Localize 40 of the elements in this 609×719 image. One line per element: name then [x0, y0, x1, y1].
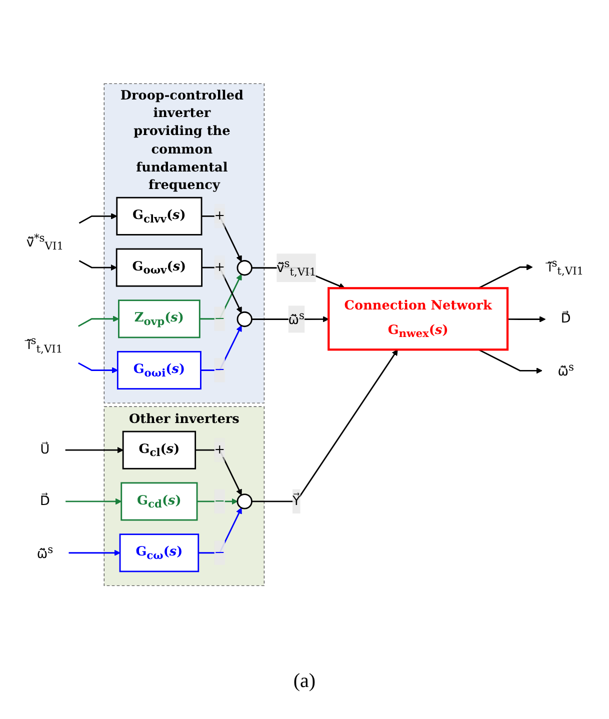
node-box: G$_{cl}$(s): [122, 431, 196, 470]
node-circle: [236, 260, 252, 276]
node-text: D⃗: [40, 494, 50, 509]
arrow: [64, 447, 123, 454]
node-box: Z$_{ovp}$(s): [118, 300, 200, 338]
arrow: [78, 316, 119, 328]
node-box: Connection Network G$_{nwex}$(s): [327, 287, 508, 351]
arrow: [251, 350, 398, 502]
node-box: G$_{clvv}$(s): [116, 197, 202, 236]
edge-label: Y⃗: [292, 494, 300, 509]
edge-label: −: [214, 311, 225, 326]
edge-label: +: [214, 208, 225, 224]
edge-label: −: [214, 362, 225, 378]
node-box: G$_{oωv}$(s): [115, 248, 202, 288]
arrow: [68, 550, 120, 556]
edge-label: ω̃⃗$^{s}$: [288, 310, 304, 328]
node-circle: [236, 494, 252, 510]
node-text: ω̃⃗$^{s}$: [557, 360, 574, 380]
arrow: [78, 260, 116, 271]
arrow: [201, 216, 242, 262]
node-text: D⃗: [560, 312, 570, 327]
edge-label: −: [214, 545, 225, 560]
edge-label: −: [214, 494, 225, 509]
node-text: ω̃⃗$^{s}$: [36, 543, 53, 562]
node-box: G$_{oωi}$(s): [116, 351, 201, 390]
node-box: G$_{cω}$(s): [118, 534, 199, 572]
arrow: [507, 316, 546, 323]
arrow: [78, 362, 118, 374]
arrow: [78, 213, 117, 224]
edge-label: +: [214, 442, 225, 458]
node-box: G$_{cd}$(s): [120, 482, 198, 522]
node-text: U⃗: [40, 442, 50, 458]
figure-caption: (a): [293, 670, 316, 692]
arrow: [65, 498, 122, 505]
arrow: [194, 450, 242, 496]
edge-label: +: [214, 260, 225, 275]
arrow: [478, 264, 532, 290]
arrow: [201, 267, 242, 314]
arrow: [478, 349, 542, 374]
node-circle: [236, 312, 252, 328]
